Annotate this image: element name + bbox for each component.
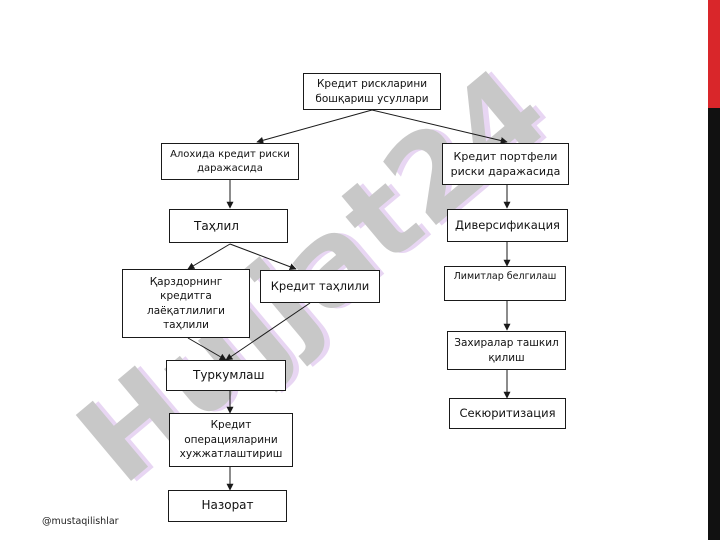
edge-root-portfolio <box>371 109 508 144</box>
node-credit-analysis-label: Кредит таҳлили <box>270 279 370 294</box>
edge-credit-grouping <box>225 302 311 361</box>
node-credit-analysis: Кредит таҳлили <box>260 270 380 303</box>
edge-root-individual <box>256 109 373 144</box>
node-individual-level: Алохида кредит риски даражасида <box>161 143 299 180</box>
edge-analysis-borrower <box>187 243 231 270</box>
node-analysis-label: Таҳлил <box>194 218 239 233</box>
node-diversification-label: Диверсификация <box>455 218 560 233</box>
node-monitoring-label: Назорат <box>201 498 254 512</box>
edge-borrower-grouping <box>187 337 227 361</box>
node-borrower-creditworthiness-label: Қарздорнинг кредитга лаёқатлилиги таҳлил… <box>147 276 225 331</box>
node-grouping: Туркумлаш <box>166 360 286 391</box>
node-reserves-label: Захиралар ташкил қилиш <box>454 336 559 364</box>
node-grouping-label: Туркумлаш <box>193 368 265 383</box>
edge-analysis-credit <box>229 243 297 271</box>
node-limits-label: Лимитлар белгилаш <box>453 271 557 282</box>
node-portfolio-level-label: Кредит портфели риски даражасида <box>450 149 561 178</box>
node-credit-documentation-label: Кредит операцияларини хужжатлаштириш <box>179 418 283 461</box>
node-monitoring: Назорат <box>168 490 287 522</box>
node-securitization-label: Секюритизация <box>459 406 556 421</box>
edge-bar-red <box>708 0 720 108</box>
node-root-label: Кредит рискларини бошқариш усуллари <box>315 77 429 105</box>
node-reserves: Захиралар ташкил қилиш <box>447 331 566 370</box>
node-root: Кредит рискларини бошқариш усуллари <box>303 73 441 110</box>
node-individual-level-label: Алохида кредит риски даражасида <box>170 148 290 174</box>
node-limits: Лимитлар белгилаш <box>444 266 566 301</box>
node-diversification: Диверсификация <box>447 209 568 242</box>
node-analysis: Таҳлил <box>169 209 288 243</box>
node-credit-documentation: Кредит операцияларини хужжатлаштириш <box>169 413 293 467</box>
edge-bar-black <box>708 108 720 540</box>
node-borrower-creditworthiness: Қарздорнинг кредитга лаёқатлилиги таҳлил… <box>122 269 250 338</box>
credit-handle: @mustaqilishlar <box>42 516 119 527</box>
node-securitization: Секюритизация <box>449 398 566 429</box>
node-portfolio-level: Кредит портфели риски даражасида <box>442 143 569 185</box>
